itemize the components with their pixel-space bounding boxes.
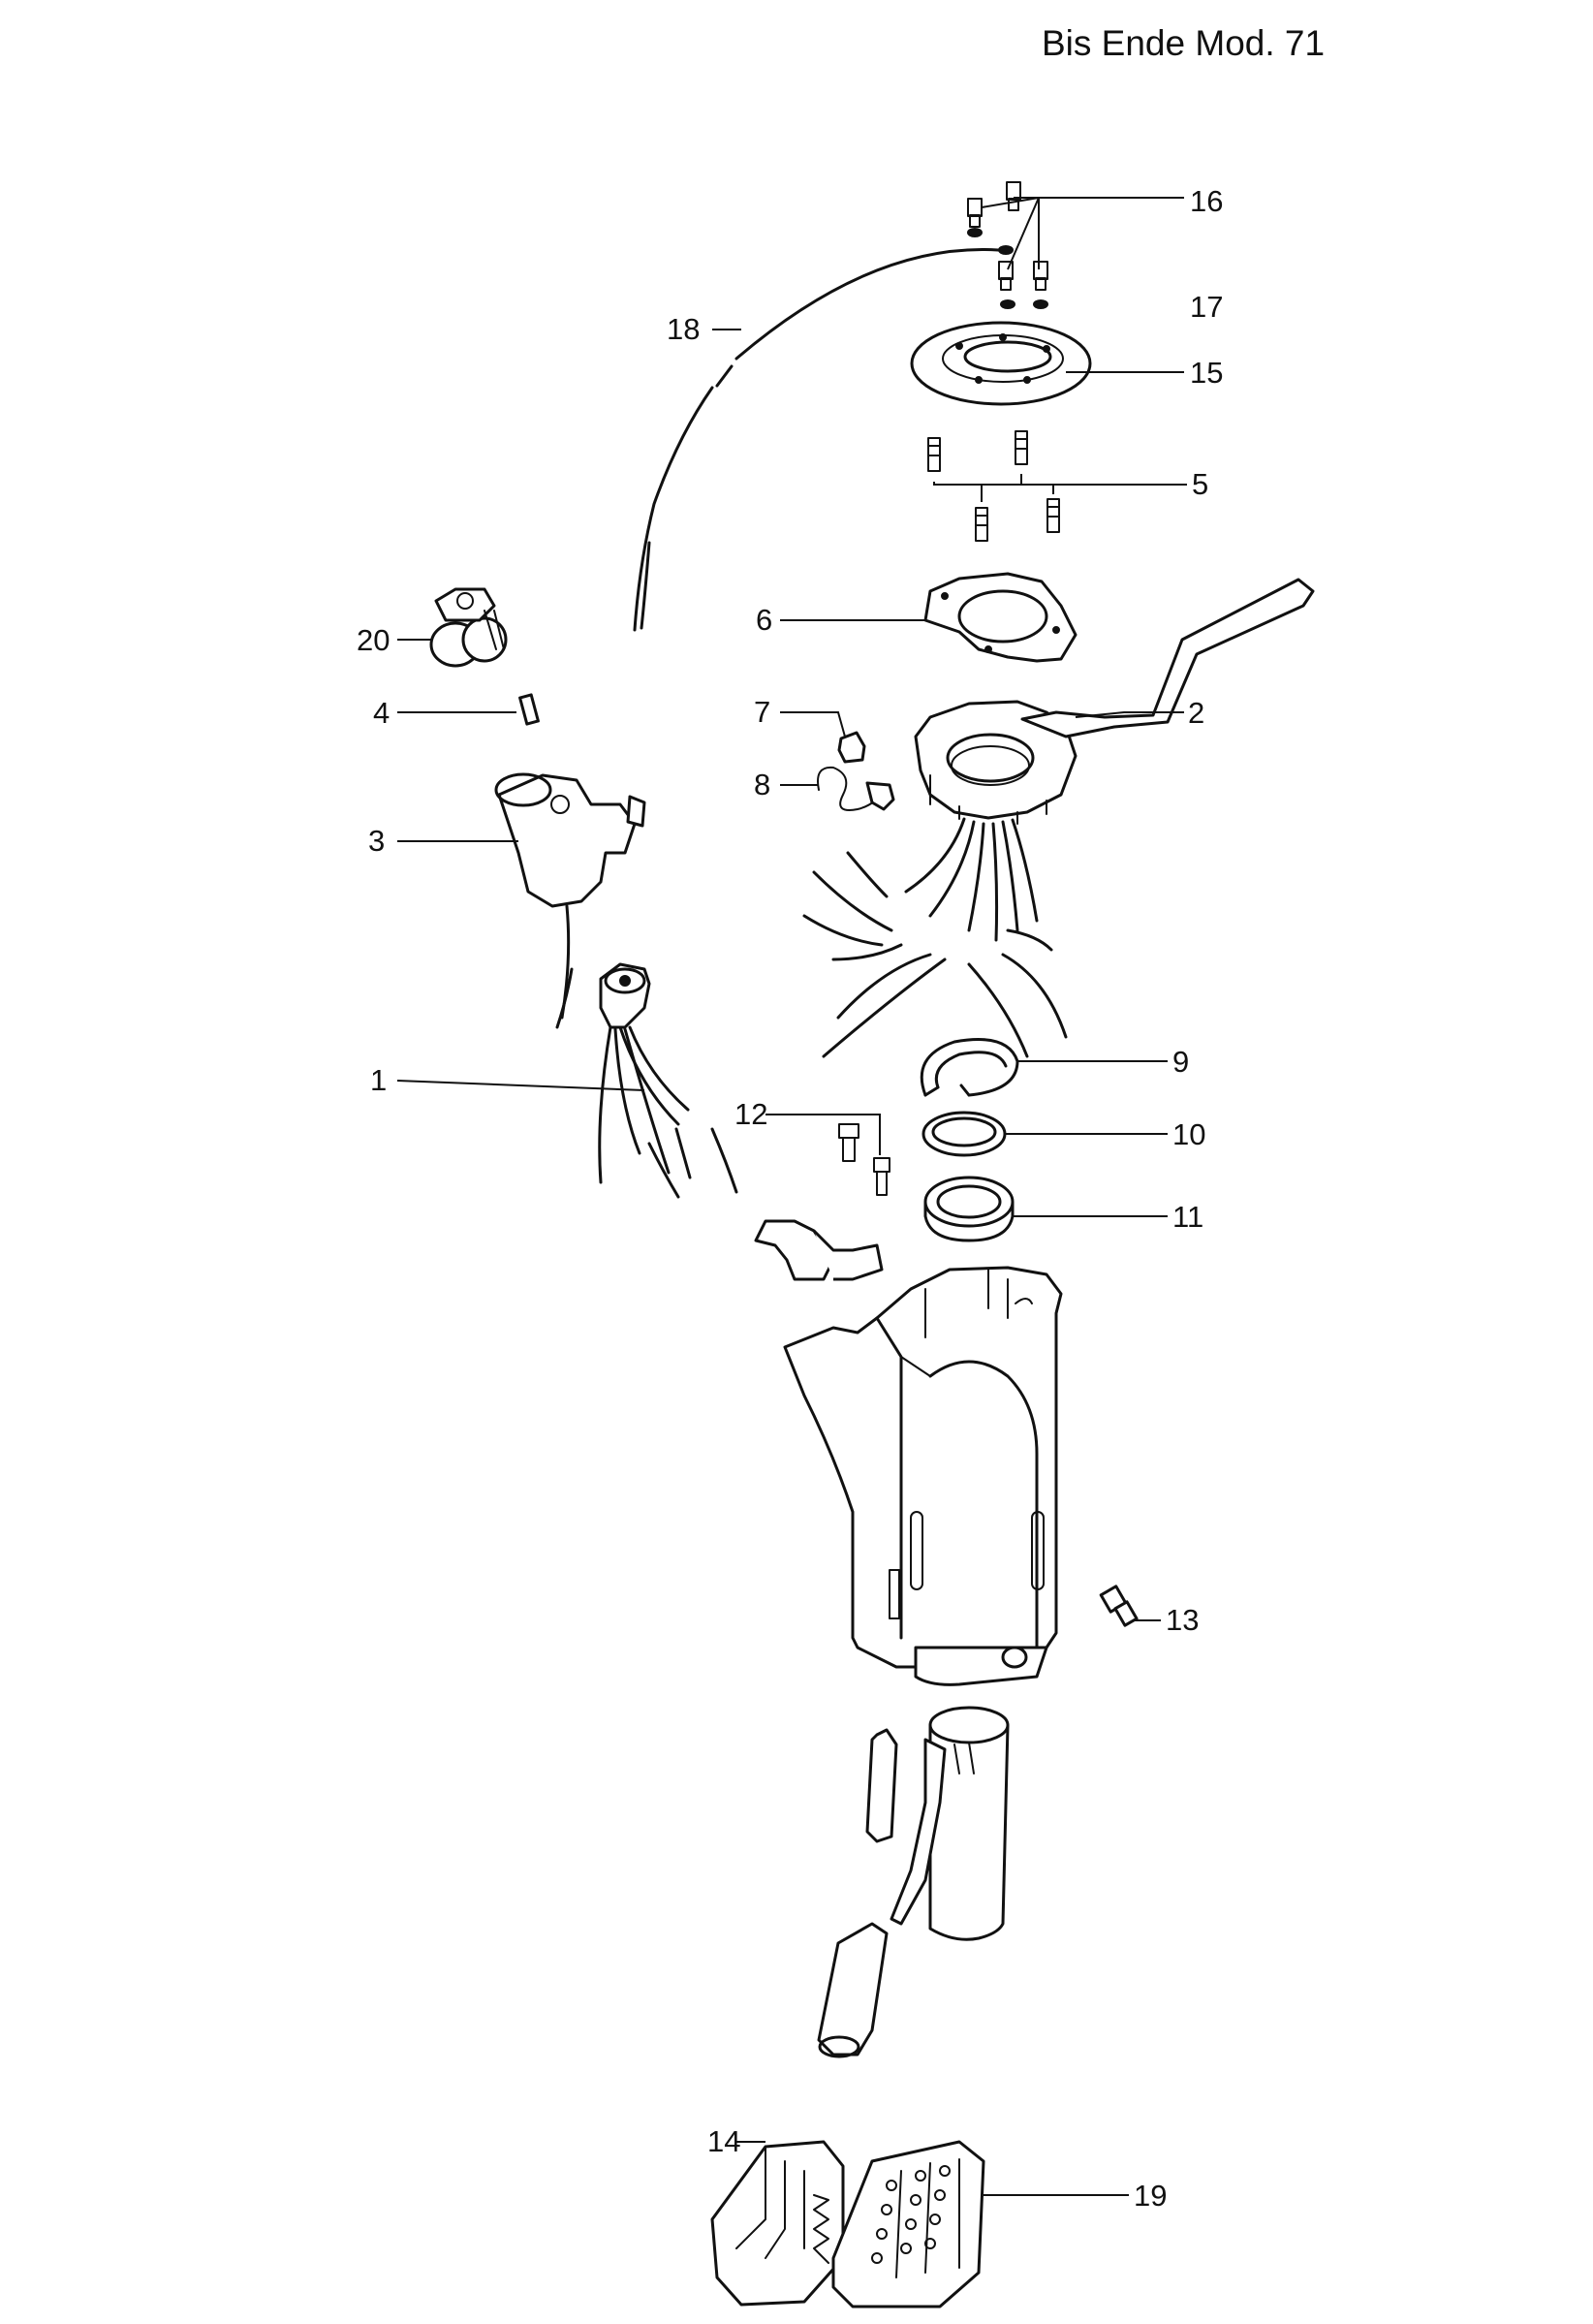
label-1: 1 [370, 1063, 387, 1097]
part-12-screws [754, 1114, 890, 1281]
part-2-switch-stalk [802, 578, 1315, 1058]
callout-labels: 16 17 15 18 5 6 20 2 7 4 8 3 9 1 12 10 1… [357, 184, 1223, 2213]
label-16: 16 [1190, 184, 1223, 218]
label-3: 3 [368, 824, 385, 858]
label-8: 8 [754, 768, 770, 801]
label-13: 13 [1166, 1603, 1199, 1637]
label-15: 15 [1190, 356, 1223, 390]
part-14-connector [710, 2140, 845, 2307]
label-5: 5 [1192, 467, 1208, 501]
part-19-connector [831, 2140, 1129, 2308]
part-5-screws [927, 430, 1187, 542]
part-3-ignition-housing [397, 772, 646, 1029]
header-model-note: Bis Ende Mod. 71 [1042, 23, 1325, 63]
label-10: 10 [1172, 1117, 1205, 1151]
label-11: 11 [1172, 1200, 1203, 1234]
part-7-clip [780, 711, 866, 764]
part-1-ignition-switch [396, 962, 738, 1199]
part-8-spring [780, 766, 895, 811]
label-2: 2 [1188, 696, 1204, 730]
part-11-bearing [923, 1176, 1168, 1242]
part-6-ring [780, 572, 1078, 663]
part-10-ring [921, 1111, 1168, 1157]
part-16-screws [967, 181, 1184, 309]
lower-tube-assembly [817, 1706, 1010, 2058]
label-19: 19 [1134, 2179, 1167, 2213]
label-6: 6 [756, 603, 772, 637]
label-9: 9 [1172, 1045, 1189, 1079]
part-4-pin [397, 693, 540, 726]
label-20: 20 [357, 623, 390, 657]
label-17: 17 [1190, 290, 1223, 324]
label-14: 14 [707, 2124, 740, 2158]
part-9-circlip [920, 1038, 1168, 1097]
steering-column-housing [783, 1266, 1063, 1686]
label-4: 4 [373, 696, 390, 730]
part-18-wire [633, 248, 1000, 632]
part-13-screw [1099, 1585, 1161, 1627]
part-15-plate [910, 321, 1184, 406]
part-20-lock [397, 587, 508, 668]
label-12: 12 [734, 1097, 767, 1131]
label-18: 18 [667, 312, 700, 346]
label-7: 7 [754, 695, 770, 729]
